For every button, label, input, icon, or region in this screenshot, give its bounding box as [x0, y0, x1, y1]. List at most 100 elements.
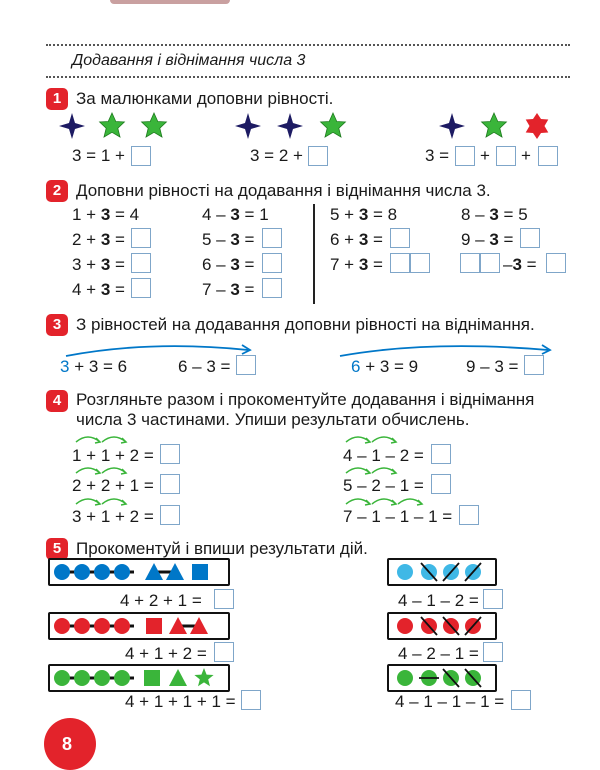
answer-box[interactable]: [483, 589, 503, 609]
shapes-frame: [387, 664, 497, 692]
answer-box[interactable]: [483, 642, 503, 662]
task-number: 4: [46, 390, 68, 412]
equation: 7 – 1 – 1 – 1 =: [343, 507, 453, 526]
divider: [46, 44, 570, 46]
task-number: 3: [46, 314, 68, 336]
answer-box[interactable]: [460, 253, 480, 273]
task-text-line-1: Розгляньте разом і прокоментуйте додаван…: [76, 390, 535, 409]
equation: –3 =: [503, 255, 537, 274]
answer-box[interactable]: [480, 253, 500, 273]
answer-box[interactable]: [511, 690, 531, 710]
answer-box[interactable]: [131, 253, 151, 273]
equation: 1 + 3 = 4: [72, 205, 140, 224]
shapes-frame: [387, 612, 497, 640]
green-star-icon: [481, 112, 507, 138]
task-text-line-2: числа 3 частинами. Упиши результати обчи…: [76, 410, 470, 429]
equation: 4 + 3 =: [72, 280, 125, 299]
top-decoration: [110, 0, 230, 4]
equation: 6 – 3 =: [202, 255, 255, 274]
answer-box[interactable]: [131, 278, 151, 298]
equation: 3 =: [425, 146, 450, 165]
equation: 6 – 3 =: [178, 357, 231, 376]
equation: 4 – 1 – 2 =: [398, 591, 479, 610]
equation: 7 + 3 =: [330, 255, 383, 274]
equation: 3 = 1 +: [72, 146, 125, 165]
answer-box[interactable]: [410, 253, 430, 273]
equation: 6 + 3 = 9: [351, 357, 419, 376]
task-number: 2: [46, 180, 68, 202]
red-circles: [397, 616, 482, 636]
answer-box[interactable]: [160, 444, 180, 464]
equation: 3 = 2 +: [250, 146, 303, 165]
task-text: Доповни рівності на додавання і відніман…: [76, 181, 491, 200]
shapes-frame: [48, 558, 230, 586]
equation: 2 + 3 =: [72, 230, 125, 249]
task1-pictures: [59, 112, 549, 139]
lightblue-circles: [397, 562, 482, 582]
equation: 3 + 1 + 2 =: [72, 507, 154, 526]
green-star-icon: [320, 112, 346, 138]
plus-sign: +: [521, 146, 531, 165]
navy-star-icon: [235, 113, 261, 139]
task4-arrows: [75, 436, 424, 506]
answer-box[interactable]: [520, 228, 540, 248]
green-circles: [397, 668, 482, 688]
answer-box[interactable]: [214, 589, 234, 609]
equation: 4 – 1 – 2 =: [343, 446, 424, 465]
equation: 5 – 3 =: [202, 230, 255, 249]
equation: 3 + 3 = 6: [60, 357, 128, 376]
answer-box[interactable]: [262, 278, 282, 298]
equation: 6 + 3 =: [330, 230, 383, 249]
answer-box[interactable]: [390, 228, 410, 248]
shapes-frame: [48, 612, 230, 640]
equation: 5 – 2 – 1 =: [343, 476, 424, 495]
navy-star-icon: [59, 113, 85, 139]
equation: 4 + 2 + 1 =: [120, 591, 202, 610]
page-number-badge: [44, 718, 96, 770]
answer-box[interactable]: [546, 253, 566, 273]
equation: 2 + 2 + 1 =: [72, 476, 154, 495]
equation: 7 – 3 =: [202, 280, 255, 299]
equation: 9 – 3 =: [461, 230, 514, 249]
equation: 1 + 1 + 2 =: [72, 446, 154, 465]
navy-star-icon: [277, 113, 303, 139]
task3-arrows: [65, 344, 552, 357]
answer-box[interactable]: [214, 642, 234, 662]
answer-box[interactable]: [459, 505, 479, 525]
answer-box[interactable]: [431, 474, 451, 494]
answer-box[interactable]: [131, 146, 151, 166]
equation: 9 – 3 =: [466, 357, 519, 376]
answer-box[interactable]: [524, 355, 544, 375]
answer-box[interactable]: [262, 253, 282, 273]
answer-box[interactable]: [390, 253, 410, 273]
answer-box[interactable]: [496, 146, 516, 166]
equation: 3 + 3 =: [72, 255, 125, 274]
task-number: 1: [46, 88, 68, 110]
shapes-frame: [387, 558, 497, 586]
page-title: Додавання і віднімання числа 3: [72, 52, 306, 69]
red-shapes: [54, 617, 208, 634]
task-text: За малюнками доповни рівності.: [76, 89, 334, 108]
answer-box[interactable]: [538, 146, 558, 166]
divider: [46, 76, 570, 78]
answer-box[interactable]: [160, 474, 180, 494]
shapes-frame: [48, 664, 230, 692]
red-star-icon: [525, 113, 549, 139]
answer-box[interactable]: [131, 228, 151, 248]
equation: 4 – 2 – 1 =: [398, 644, 479, 663]
equation: 4 – 3 = 1: [202, 205, 269, 224]
navy-star-icon: [439, 113, 465, 139]
task-number: 5: [46, 538, 68, 560]
answer-box[interactable]: [236, 355, 256, 375]
answer-box[interactable]: [262, 228, 282, 248]
answer-box[interactable]: [308, 146, 328, 166]
answer-box[interactable]: [241, 690, 261, 710]
equation: 4 + 1 + 2 =: [125, 644, 207, 663]
equation: 4 + 1 + 1 + 1 =: [125, 692, 236, 711]
equation: 5 + 3 = 8: [330, 205, 398, 224]
task-text: Прокоментуй і впиши результати дій.: [76, 539, 368, 558]
answer-box[interactable]: [455, 146, 475, 166]
green-shapes: [54, 668, 214, 687]
answer-box[interactable]: [431, 444, 451, 464]
answer-box[interactable]: [160, 505, 180, 525]
